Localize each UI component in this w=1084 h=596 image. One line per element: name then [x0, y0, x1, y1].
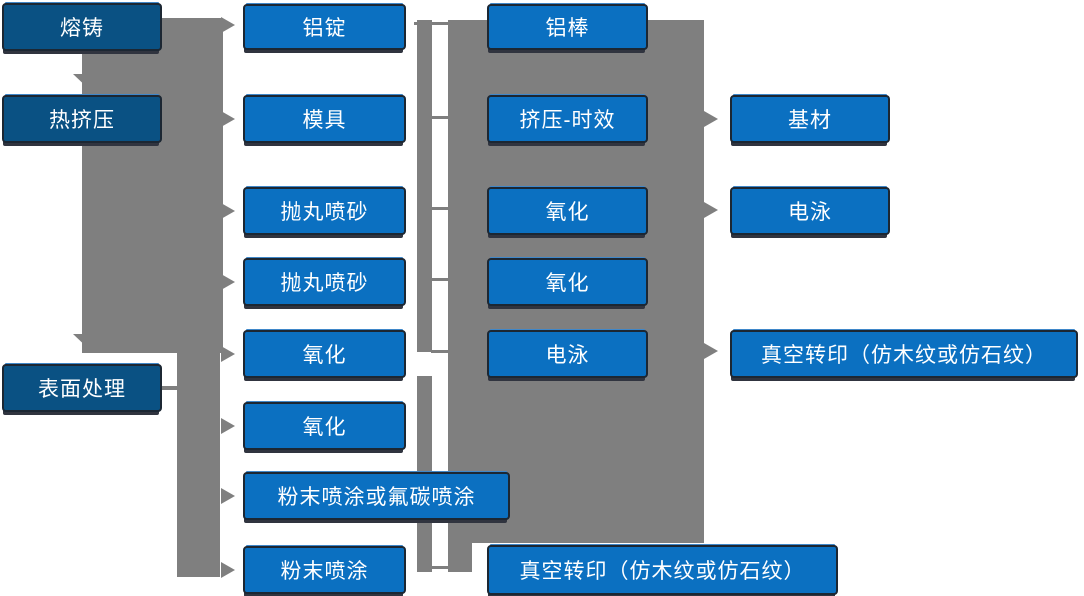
arrow-to-powder-coating: [221, 562, 235, 578]
node-hot-extrusion: 热挤压: [2, 95, 162, 143]
node-aluminum-rod: 铝棒: [487, 4, 648, 50]
arrow-to-mold: [221, 111, 235, 127]
node-substrate: 基材: [730, 95, 890, 143]
node-powder-coating: 粉末喷涂: [243, 546, 406, 594]
arrow-to-shot-blasting-2: [221, 274, 235, 290]
node-shot-blasting-2: 抛丸喷砂: [243, 258, 406, 306]
connector-surface-band: [177, 353, 220, 577]
node-vacuum-transfer-2: 真空转印（仿木纹或仿石纹）: [730, 330, 1078, 378]
connector-line-row2: [431, 116, 448, 119]
arrow-to-aluminum-ingot: [221, 17, 235, 33]
node-surface-treatment: 表面处理: [2, 364, 162, 412]
arrow-down-to-surface-treatment: [73, 334, 111, 352]
arrow-to-oxidation-1: [221, 346, 235, 362]
arrow-to-vacuum-transfer-out: [704, 343, 718, 359]
node-powder-or-fluorocarbon-coating: 粉末喷涂或氟碳喷涂: [243, 472, 510, 520]
node-electrophoresis-1: 电泳: [487, 330, 648, 378]
arrow-to-electrophoresis-out: [704, 202, 718, 218]
connector-line-row8: [431, 566, 448, 569]
node-oxidation-2: 氧化: [243, 402, 406, 450]
node-mold: 模具: [243, 95, 406, 143]
connector-line-row1: [414, 22, 448, 25]
connector-block-foot: [448, 527, 472, 572]
node-shot-blasting-1: 抛丸喷砂: [243, 187, 406, 235]
arrow-to-oxidation-2: [221, 418, 235, 434]
node-extrusion-aging: 挤压-时效: [487, 95, 648, 143]
connector-surface-stub: [162, 386, 177, 390]
connector-line-row5: [431, 350, 448, 353]
arrow-to-powder-or-fluorocarbon: [221, 488, 235, 504]
connector-mid-bar-upper: [417, 20, 432, 352]
node-oxidation-1: 氧化: [243, 330, 406, 378]
arrow-down-to-hot-extrusion: [73, 74, 111, 92]
node-vacuum-transfer-1: 真空转印（仿木纹或仿石纹）: [487, 545, 838, 595]
node-electrophoresis-2: 电泳: [730, 187, 890, 235]
node-melting: 熔铸: [2, 3, 162, 51]
node-oxidation-3: 氧化: [487, 187, 648, 235]
node-oxidation-4: 氧化: [487, 258, 648, 306]
connector-line-row4: [431, 278, 448, 281]
arrow-to-shot-blasting-1: [221, 203, 235, 219]
arrow-to-substrate: [704, 111, 718, 127]
node-aluminum-ingot: 铝锭: [243, 4, 406, 50]
connector-main-band: [82, 18, 223, 353]
connector-line-row3: [431, 207, 448, 210]
